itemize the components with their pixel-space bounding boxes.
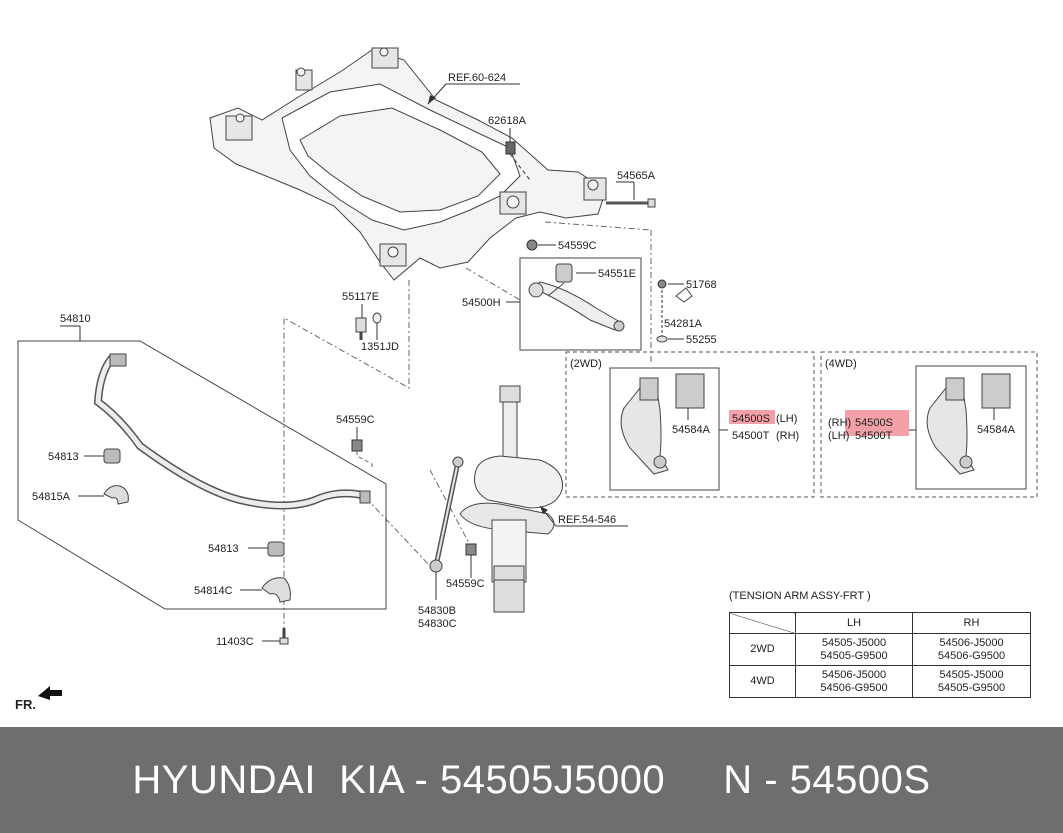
svg-text:(4WD): (4WD) — [825, 358, 857, 370]
svg-text:54815A: 54815A — [32, 491, 71, 503]
svg-text:54500T: 54500T — [855, 430, 893, 442]
ref-60-624: REF.60-624 — [427, 72, 520, 105]
row-label-2wd: 2WD — [729, 633, 796, 666]
svg-text:54559C: 54559C — [446, 578, 485, 590]
svg-text:REF.54-546: REF.54-546 — [558, 514, 616, 526]
svg-text:54500S: 54500S — [732, 413, 770, 425]
svg-text:54551E: 54551E — [598, 268, 636, 280]
front-arrow-icon — [38, 686, 62, 700]
svg-text:54281A: 54281A — [664, 318, 703, 330]
svg-text:54565A: 54565A — [617, 170, 656, 182]
svg-text:54813: 54813 — [48, 451, 79, 463]
part-55117E: 55117E 1351JD — [342, 291, 399, 353]
stabilizer-bar-box: 54810 54813 54815A 54813 54814C — [17, 313, 387, 610]
svg-text:54584A: 54584A — [977, 424, 1016, 436]
svg-text:55255: 55255 — [686, 334, 717, 346]
part-62618A: 62618A — [488, 115, 531, 181]
svg-text:54830C: 54830C — [418, 618, 457, 630]
box-4wd: (4WD) 54584A (RH) 54500S (LH) 54500T — [820, 351, 1038, 498]
svg-text:(RH): (RH) — [828, 417, 851, 429]
table-header-rh: RH — [912, 612, 1031, 634]
lower-arm-box: 54551E 54500H — [462, 257, 642, 351]
front-label: FR. — [15, 697, 36, 712]
svg-text:55117E: 55117E — [342, 291, 379, 303]
table-header-lh: LH — [795, 612, 913, 634]
svg-text:54559C: 54559C — [336, 414, 375, 426]
svg-text:51768: 51768 — [686, 279, 717, 291]
svg-text:REF.60-624: REF.60-624 — [448, 72, 506, 84]
box-2wd: (2WD) 54584A 54500S (LH) 54500T (RH) — [565, 351, 815, 498]
svg-text:(2WD): (2WD) — [570, 358, 602, 370]
svg-text:54584A: 54584A — [672, 424, 711, 436]
svg-text:(LH): (LH) — [776, 413, 797, 425]
svg-text:54814C: 54814C — [194, 585, 233, 597]
svg-text:54500H: 54500H — [462, 297, 501, 309]
svg-text:(RH): (RH) — [776, 430, 799, 442]
svg-text:54830B: 54830B — [418, 605, 456, 617]
part-54559C-top: 54559C — [526, 239, 597, 252]
strut-assembly: 54830B 54830C 54559C — [418, 385, 564, 630]
svg-text:(LH): (LH) — [828, 430, 849, 442]
ref-54-546: REF.54-546 — [539, 505, 628, 527]
table-title: (TENSION ARM ASSY-FRT ) — [729, 590, 871, 602]
svg-text:1351JD: 1351JD — [361, 341, 399, 353]
subframe-drawing — [209, 47, 607, 281]
svg-text:54810: 54810 — [60, 313, 91, 325]
part-51768: 51768 54281A 55255 — [656, 279, 717, 346]
svg-text:11403C: 11403C — [216, 636, 254, 648]
row-label-4wd: 4WD — [729, 665, 796, 698]
svg-text:54500S: 54500S — [855, 417, 893, 429]
parts-diagram: REF.60-624 62618A 54565A 54559C 55117E — [17, 47, 1038, 700]
part-11403C: 11403C — [216, 628, 289, 648]
svg-text:54813: 54813 — [208, 543, 239, 555]
table-header-corner — [729, 612, 796, 634]
svg-text:62618A: 62618A — [488, 115, 527, 127]
svg-text:54500T: 54500T — [732, 430, 770, 442]
part-number-text: HYUNDAI KIA - 54505J5000 N - 54500S — [132, 757, 931, 802]
leader-lines — [283, 221, 652, 630]
part-54565A: 54565A — [606, 170, 656, 208]
table-header-row: LH RH — [729, 612, 1031, 634]
part-54559C-mid: 54559C — [336, 414, 375, 470]
part-number-banner: HYUNDAI KIA - 54505J5000 N - 54500S — [0, 727, 1063, 833]
svg-text:54559C: 54559C — [558, 240, 597, 252]
